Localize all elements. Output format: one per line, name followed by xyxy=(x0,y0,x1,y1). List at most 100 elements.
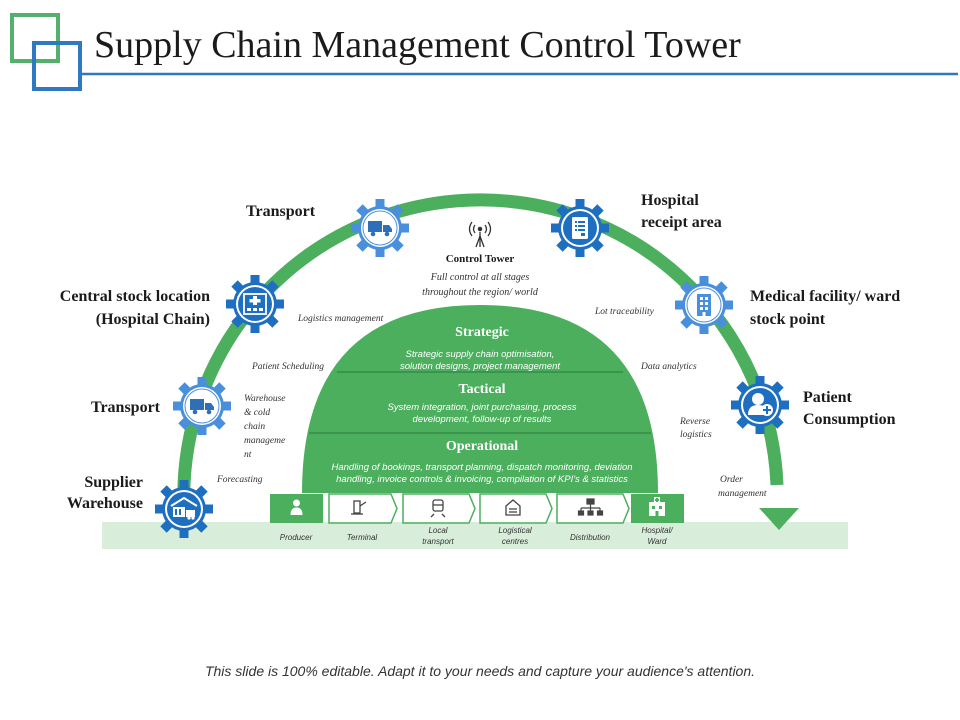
control-tower-desc-2: throughout the region/ world xyxy=(422,287,539,298)
gear-tooth xyxy=(250,275,260,285)
supply-chain-arc xyxy=(177,193,784,509)
stage-label-patient: Patient xyxy=(803,389,853,406)
layer-name: Tactical xyxy=(459,382,506,397)
note-order-management: management xyxy=(718,489,767,499)
layer-tactical: Tactical System integration, joint purch… xyxy=(387,382,576,425)
gear-tooth xyxy=(197,377,207,387)
arc-arrowhead xyxy=(759,508,799,530)
control-tower-desc: Full control at all stages xyxy=(430,272,530,283)
logistics-centre-icon xyxy=(505,499,521,516)
flow-step-label: Terminal xyxy=(347,533,378,542)
stage-label-medical-facility-2: stock point xyxy=(750,311,826,328)
note-data-analytics: Data analytics xyxy=(640,362,697,372)
gear-tooth xyxy=(375,247,385,257)
flow-step-label: Producer xyxy=(280,533,313,542)
stage-gear-supplier-warehouse xyxy=(155,480,213,538)
layer-strategic: Strategic Strategic supply chain optimis… xyxy=(400,325,560,372)
stage-gear-transport-upper xyxy=(351,199,409,257)
stage-gear-medical-facility xyxy=(675,276,733,334)
flow-step-label: centres xyxy=(502,537,528,546)
person-icon xyxy=(290,499,303,515)
gear-tooth xyxy=(250,323,260,333)
warehouse-icon xyxy=(170,496,198,520)
gear-tooth xyxy=(699,324,709,334)
layer-desc-line: Handling of bookings, transport planning… xyxy=(331,462,632,473)
stage-label-patient-2: Consumption xyxy=(803,411,896,428)
gear-tooth xyxy=(179,480,189,490)
gear-tooth xyxy=(575,199,585,209)
stage-label-central-stock-2: (Hospital Chain) xyxy=(96,311,210,328)
gear-tooth xyxy=(699,276,709,286)
layer-desc-line: Strategic supply chain optimisation, xyxy=(406,349,555,360)
stage-gear-transport-lower xyxy=(173,377,231,435)
gear-core xyxy=(743,388,777,422)
stage-label-hospital-receipt: Hospital xyxy=(641,192,699,209)
flow-step-hospital-ward: Hospital/ Ward xyxy=(631,494,684,546)
note-forecasting: Forecasting xyxy=(216,475,263,485)
patient-icon xyxy=(748,393,773,416)
layer-desc-line: handling, invoice controls & invoicing, … xyxy=(336,474,628,485)
stage-gear-patient-consumption xyxy=(731,376,789,434)
flow-step-distribution: Distribution xyxy=(556,493,630,542)
truck-icon xyxy=(368,221,392,237)
stage-label-central-stock: Central stock location xyxy=(60,288,210,305)
stage-gears xyxy=(155,199,789,538)
hospital-building-icon xyxy=(243,293,267,315)
gear-tooth xyxy=(755,376,765,386)
flow-step-terminal: Terminal xyxy=(328,493,398,542)
stage-label-hospital-receipt-2: receipt area xyxy=(641,214,722,231)
stage-label-supplier-warehouse: Supplier xyxy=(84,474,143,491)
antenna-tower-icon xyxy=(468,221,492,248)
stage-gear-hospital-receipt xyxy=(551,199,609,257)
layer-name: Strategic xyxy=(455,325,509,340)
flow-step-label: Local xyxy=(428,526,447,535)
flow-band xyxy=(102,522,848,549)
layer-desc-line: development, follow-up of results xyxy=(413,414,552,425)
stage-gear-central-stock xyxy=(226,275,284,333)
note-logistics-management: Logistics management xyxy=(297,314,384,324)
flow-steps: Producer Terminal Local transport xyxy=(270,493,684,546)
gear-tooth xyxy=(575,247,585,257)
flow-step-label: transport xyxy=(422,537,454,546)
layer-desc-line: System integration, joint purchasing, pr… xyxy=(387,402,576,413)
flow-step-label: Distribution xyxy=(570,533,611,542)
layer-desc-line: solution designs, project management xyxy=(400,361,560,372)
note-warehouse-cold-chain: & cold xyxy=(244,408,270,418)
stage-label-supplier-warehouse-2: Warehouse xyxy=(67,495,143,512)
stage-label-medical-facility: Medical facility/ ward xyxy=(750,288,900,305)
gear-tooth xyxy=(197,425,207,435)
office-building-icon xyxy=(697,294,711,316)
note-warehouse-cold-chain: chain xyxy=(244,422,265,432)
control-tower-title: Control Tower xyxy=(446,253,515,265)
flow-step-producer: Producer xyxy=(270,494,323,542)
note-warehouse-cold-chain: Warehouse xyxy=(244,394,286,404)
flow-step-label: Ward xyxy=(648,537,668,546)
layer-name: Operational xyxy=(446,439,518,454)
gear-tooth xyxy=(755,424,765,434)
flow-step-local-transport: Local transport xyxy=(402,493,476,546)
gear-tooth xyxy=(375,199,385,209)
flow-step-label: Logistical xyxy=(498,526,532,535)
side-notes: Logistics management Patient Scheduling … xyxy=(216,307,767,499)
control-tower: Control Tower Full control at all stages… xyxy=(422,221,539,298)
layer-dome xyxy=(302,305,658,493)
train-icon xyxy=(430,499,446,518)
stage-label-transport-lower: Transport xyxy=(91,399,161,416)
gear-tooth xyxy=(179,528,189,538)
fuel-terminal-icon xyxy=(351,500,367,515)
stage-label-transport-upper: Transport xyxy=(246,203,316,220)
distribution-network-icon xyxy=(577,498,604,516)
note-patient-scheduling: Patient Scheduling xyxy=(251,362,324,372)
flow-step-label: Hospital/ xyxy=(641,526,673,535)
stage-labels: Supplier Warehouse Transport Central sto… xyxy=(60,192,900,512)
note-reverse-logistics: Reverse xyxy=(679,417,710,427)
footer-note: This slide is 100% editable. Adapt it to… xyxy=(205,663,755,679)
note-warehouse-cold-chain: nt xyxy=(244,450,252,460)
layer-operational: Operational Handling of bookings, transp… xyxy=(331,439,632,485)
receipt-document-icon xyxy=(572,217,588,239)
flow-step-logistical-centres: Logistical centres xyxy=(479,493,553,546)
hospital-icon xyxy=(649,497,665,516)
note-lot-traceability: Lot traceability xyxy=(594,307,655,317)
note-reverse-logistics: logistics xyxy=(680,430,712,440)
